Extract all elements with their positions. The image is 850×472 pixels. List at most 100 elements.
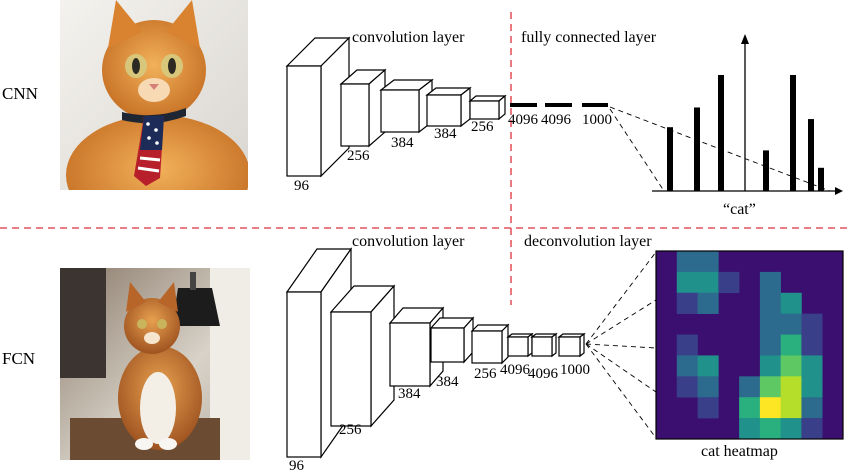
heatmap-cell [780,418,802,440]
bottom-conv-label-5: 256 [474,366,497,382]
bottom-fc-label-2: 4096 [528,366,559,382]
top-conv-label-4: 384 [434,126,457,142]
top-fc-title: fully connected layer [521,29,657,46]
bottom-fc-label-3: 1000 [560,362,590,378]
cnn-row-label: CNN [2,84,38,103]
heatmap-cell [780,376,802,398]
connector-4 [585,343,657,393]
bottom-deconv-title: deconvolution layer [524,233,652,250]
bottom-box-1-front [286,291,322,458]
chart-bar-1 [667,127,673,191]
top-box-4-front [426,94,462,127]
bottom-box-6-front [507,336,529,357]
top-connector-low [609,108,665,192]
heatmap-cell [780,334,802,356]
fcn-row-label: FCN [2,349,35,368]
bottom-box-5-side [501,323,509,365]
heatmap-label: cat heatmap [701,443,778,460]
heatmap-cell [780,397,802,419]
bottom-box-5-front [471,330,503,364]
top-conv-stack [285,36,507,178]
heatmap-cell [739,418,761,440]
heatmap-cell [780,292,802,314]
bottom-box-7-front [531,336,553,357]
heatmap-cell [759,334,781,356]
heatmap-cell [676,251,698,273]
heatmap-cell [676,355,698,377]
heatmap-cell [676,334,698,356]
bottom-conv-label-4: 384 [436,374,459,390]
chart-bar-2 [694,107,700,191]
top-box-3-front [380,89,420,133]
chart-bar-3 [718,75,724,191]
heatmap-cell [759,397,781,419]
bottom-conv-title: convolution layer [352,233,465,250]
chart-bar-7 [818,167,824,191]
bottom-conv-label-1: 96 [289,458,305,472]
heatmap-cell [801,418,823,440]
connector-1 [585,251,657,345]
chart-bar-5 [790,75,796,191]
heatmap-cell [780,355,802,377]
bottom-conv-stack [285,247,586,459]
top-box-1-front [286,65,322,177]
heatmap-cell [759,355,781,377]
heatmap-cell [801,397,823,419]
chart-bars [667,75,824,191]
heatmap-cell [759,313,781,335]
heatmap-frame [655,250,844,440]
heatmap-cell [739,376,761,398]
chart-x-arrow [835,187,843,195]
bottom-connectors [585,251,657,439]
heatmap-cell [697,397,719,419]
bottom-box-4-front [430,327,465,363]
heatmap-cell [739,397,761,419]
top-fc-label-3: 1000 [582,112,612,128]
bottom-box-8-front [558,336,581,357]
heatmap-cell [697,355,719,377]
top-box-4-side [460,86,471,128]
top-fc-label-2: 4096 [541,112,572,128]
bottom-box-3-front [389,322,431,387]
output-bar-chart: “cat” [652,34,843,218]
sitting-cat-photo [60,268,250,460]
chart-bar-6 [808,119,814,191]
heatmap-cell [697,271,719,294]
bottom-fc-label-1: 4096 [500,362,531,378]
top-conv-label-5: 256 [471,119,494,135]
chart-output-label: “cat” [723,201,756,218]
heatmap-cell [780,313,802,335]
cat-heatmap [656,251,843,440]
heatmap-cell [676,292,698,314]
heatmap-cell [718,271,740,294]
heatmap-cell [697,376,719,398]
bottom-box-2-front [330,311,372,427]
top-box-2-front [340,83,370,147]
heatmap-cell [801,334,823,356]
bottom-conv-label-3: 384 [398,386,421,402]
top-conv-label-2: 256 [347,148,370,164]
chart-y-arrow [741,34,749,44]
heatmap-cell [759,271,781,294]
heatmap-cell [759,292,781,314]
heatmap-cell [697,251,719,273]
top-conv-title: convolution layer [352,29,465,46]
top-conv-label-1: 96 [294,178,310,194]
heatmap-cell [676,376,698,398]
heatmap-cell [676,271,698,294]
heatmap-cell [759,376,781,398]
connector-3 [585,343,657,349]
heatmap-cell [697,292,719,314]
heatmap-cell [801,355,823,377]
chart-bar-4 [763,150,769,191]
connector-5 [585,343,657,439]
heatmap-cell [801,376,823,398]
top-box-5-front [469,100,500,120]
top-conv-label-3: 384 [391,135,414,151]
connector-2 [585,299,657,345]
top-fc-label-1: 4096 [508,112,539,128]
heatmap-cell [759,418,781,440]
bottom-conv-label-2: 256 [339,422,362,438]
